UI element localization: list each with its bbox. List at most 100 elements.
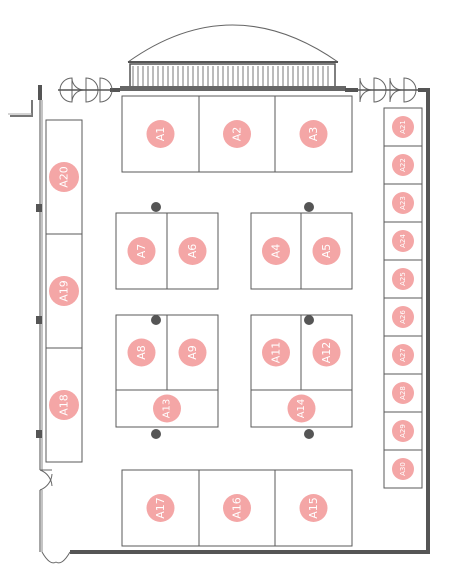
booth-label: A4: [270, 244, 283, 259]
booth-label: A7: [135, 244, 148, 259]
booth-a7[interactable]: A7: [115, 212, 168, 290]
booth-label: A11: [270, 342, 283, 364]
booth-label: A27: [399, 348, 407, 362]
booth-a24[interactable]: A24: [383, 221, 423, 261]
booth-label: A3: [307, 127, 320, 142]
booth-a6[interactable]: A6: [166, 212, 219, 290]
booth-a26[interactable]: A26: [383, 297, 423, 337]
booth-label: A21: [399, 120, 407, 134]
booth-label: A12: [320, 342, 333, 364]
booth-label: A22: [399, 158, 407, 172]
booth-marker: [223, 120, 251, 148]
pillar-icon: [304, 429, 314, 439]
booth-label: A19: [58, 280, 71, 302]
booth-label: A26: [399, 310, 407, 324]
booth-label: A1: [154, 127, 167, 142]
booth-a21[interactable]: A21: [383, 107, 423, 147]
booth-marker: [312, 338, 341, 367]
booth-label: A13: [162, 399, 173, 419]
booth-marker: [146, 120, 175, 148]
building-walls: [8, 85, 430, 554]
booth-label: A23: [399, 196, 407, 210]
door-icon[interactable]: [356, 77, 420, 103]
booth-marker: [127, 237, 156, 265]
booth-label: A9: [186, 345, 199, 360]
booth-label: A2: [231, 127, 244, 142]
booth-label: A6: [186, 244, 199, 259]
booth-a28[interactable]: A28: [383, 373, 423, 413]
booth-label: A29: [399, 424, 407, 438]
booth-marker: [392, 344, 414, 366]
booth-marker: [392, 306, 414, 328]
booth-label: A8: [135, 345, 148, 360]
booth-label: A5: [320, 244, 333, 259]
booth-a1[interactable]: A1: [121, 95, 200, 173]
booth-label: A15: [307, 497, 320, 519]
booth-a30[interactable]: A30: [383, 449, 423, 489]
stage-dome-icon: [120, 24, 346, 91]
booth-a11[interactable]: A11: [250, 314, 302, 391]
booth-a8[interactable]: A8: [115, 314, 168, 391]
booth-a5[interactable]: A5: [300, 212, 353, 290]
booth-marker: [392, 154, 414, 176]
booth-marker: [392, 458, 414, 480]
booth-label: A25: [399, 272, 407, 286]
booth-a29[interactable]: A29: [383, 411, 423, 451]
booth-a2[interactable]: A2: [198, 95, 276, 173]
booth-marker: [262, 237, 290, 265]
booth-label: A20: [58, 166, 71, 188]
booth-a22[interactable]: A22: [383, 145, 423, 185]
door-icon[interactable]: [39, 469, 53, 491]
booth-marker: [392, 116, 414, 138]
booth-a9[interactable]: A9: [166, 314, 219, 391]
booth-a19[interactable]: A19: [45, 233, 83, 349]
booth-label: A18: [58, 394, 71, 416]
booth-a16[interactable]: A16: [198, 469, 276, 547]
booth-label: A17: [154, 497, 167, 519]
door-icon[interactable]: [58, 77, 116, 103]
booth-a25[interactable]: A25: [383, 259, 423, 299]
booth-a18[interactable]: A18: [45, 347, 83, 463]
booth-marker: [287, 394, 316, 423]
pillar-icon: [304, 315, 314, 325]
booth-marker: [146, 494, 175, 522]
booth-marker: [392, 420, 414, 442]
booth-marker: [392, 268, 414, 290]
booth-marker: [262, 338, 290, 367]
booth-a20[interactable]: A20: [45, 119, 83, 235]
booth-a13[interactable]: A13: [115, 389, 219, 428]
pillar-icon: [151, 429, 161, 439]
pillar-icon: [151, 202, 161, 212]
booth-label: A14: [296, 399, 307, 419]
booth-label: A30: [399, 462, 407, 476]
booth-label: A28: [399, 386, 407, 400]
booth-marker: [392, 192, 414, 214]
booth-marker: [49, 276, 79, 306]
booth-a23[interactable]: A23: [383, 183, 423, 223]
booth-a27[interactable]: A27: [383, 335, 423, 375]
booth-marker: [223, 494, 251, 522]
booth-marker: [49, 390, 79, 420]
booth-a17[interactable]: A17: [121, 469, 200, 547]
booth-marker: [312, 237, 341, 265]
booth-marker: [178, 338, 207, 367]
booth-marker: [153, 394, 181, 423]
booth-marker: [299, 494, 328, 522]
booth-marker: [392, 382, 414, 404]
booth-marker: [127, 338, 156, 367]
booth-a14[interactable]: A14: [250, 389, 353, 428]
booth-label: A24: [399, 234, 407, 248]
booth-a4[interactable]: A4: [250, 212, 302, 290]
booth-marker: [178, 237, 207, 265]
booth-outline: [383, 145, 423, 185]
door-icon[interactable]: [41, 551, 71, 564]
booth-a15[interactable]: A15: [274, 469, 353, 547]
booth-marker: [392, 230, 414, 252]
booth-marker: [299, 120, 328, 148]
pillar-icon: [151, 315, 161, 325]
booth-marker: [49, 162, 79, 192]
booth-a12[interactable]: A12: [300, 314, 353, 391]
booth-a3[interactable]: A3: [274, 95, 353, 173]
pillar-icon: [304, 202, 314, 212]
